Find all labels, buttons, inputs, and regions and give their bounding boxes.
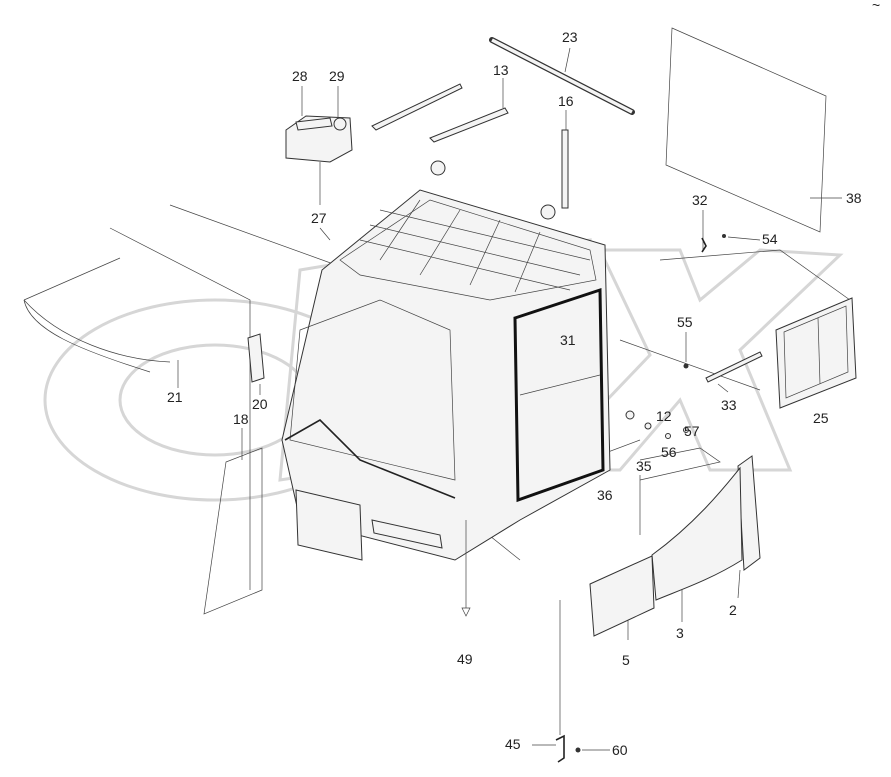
label-25: 25 [813, 410, 829, 426]
part-38-panel [665, 27, 842, 233]
label-57: 57 [684, 423, 700, 439]
part-21-glass [23, 299, 179, 388]
label-29: 29 [329, 68, 345, 84]
label-18: 18 [233, 411, 249, 427]
part-33-handle [683, 332, 763, 393]
label-12: 12 [656, 408, 672, 424]
part-45-60-hook [532, 600, 610, 763]
part-2-bracket [737, 455, 761, 599]
part-12-fittings [625, 410, 689, 439]
part-20-strip [247, 333, 265, 395]
label-36: 36 [597, 487, 613, 503]
part-25-window [775, 297, 857, 409]
part-5-panel [589, 555, 655, 640]
part-27-box [285, 86, 353, 205]
part-23-rod [489, 37, 635, 115]
part-13-wiper-blades [371, 78, 509, 143]
label-56: 56 [661, 444, 677, 460]
label-45: 45 [505, 736, 521, 752]
label-28: 28 [292, 68, 308, 84]
roof-grid [359, 199, 591, 293]
cab-body [281, 160, 611, 561]
label-21: 21 [167, 389, 183, 405]
label-54: 54 [762, 231, 778, 247]
beacon-lamp-right [540, 204, 556, 220]
part-3-fender [651, 466, 743, 622]
label-38: 38 [846, 190, 862, 206]
label-13: 13 [493, 62, 509, 78]
label-16: 16 [558, 93, 574, 109]
label-2: 2 [729, 602, 737, 618]
label-23: 23 [562, 29, 578, 45]
label-3: 3 [676, 625, 684, 641]
leader-27 [319, 227, 331, 241]
part-16-rod [561, 110, 569, 209]
part-49-bolt [461, 520, 471, 617]
label-55: 55 [677, 314, 693, 330]
label-5: 5 [622, 652, 630, 668]
label-20: 20 [252, 396, 268, 412]
label-60: 60 [612, 742, 628, 758]
part-35-36-panel [639, 447, 721, 535]
label-27: 27 [311, 210, 327, 226]
label-35: 35 [636, 458, 652, 474]
part-18-glass [203, 428, 263, 615]
beacon-lamp-left [430, 160, 446, 176]
label-32: 32 [692, 192, 708, 208]
corner-mark: ~ [872, 0, 880, 13]
label-33: 33 [721, 397, 737, 413]
label-49: 49 [457, 651, 473, 667]
part-32-54-clip [701, 210, 761, 253]
label-31: 31 [560, 332, 576, 348]
